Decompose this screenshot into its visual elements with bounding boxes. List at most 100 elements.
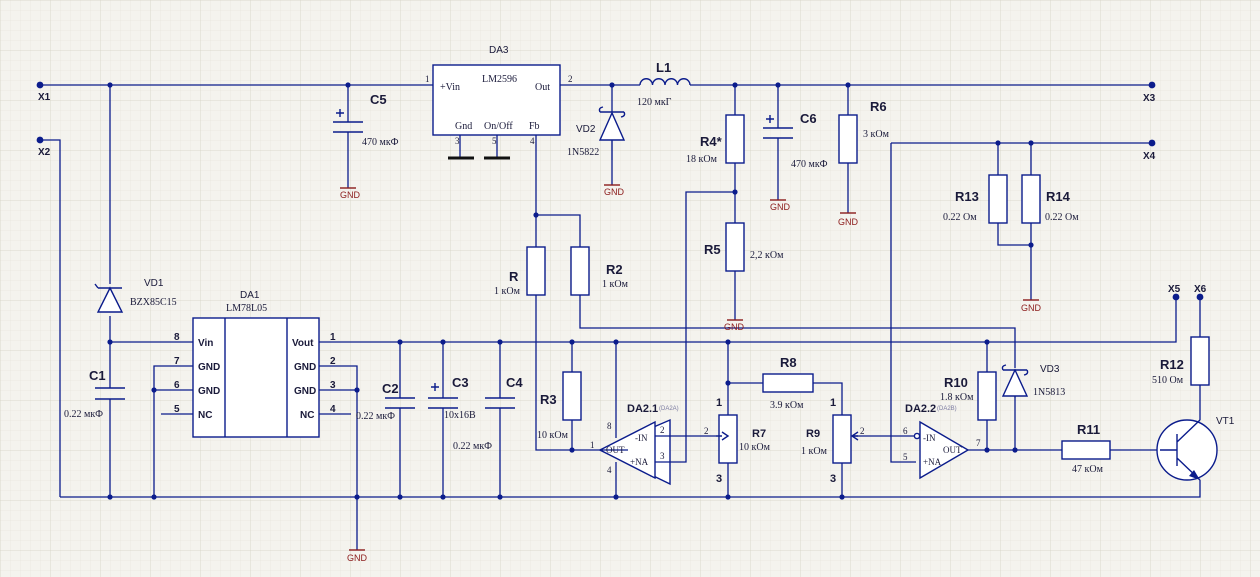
ground-symbols: [340, 184, 1039, 551]
r13-value: 0.22 Ом: [943, 212, 977, 223]
vd1-zener-diode: [94, 283, 124, 313]
da21-pin2: 2: [660, 425, 665, 435]
r7-pin2: 2: [704, 426, 709, 436]
junctions: [107, 82, 1034, 500]
gnd-label-vd2: GND: [604, 187, 625, 197]
r3-value: 10 кОм: [537, 430, 569, 441]
r7-ref: R7: [752, 428, 766, 440]
da1-nc2-pin: NC: [300, 410, 314, 421]
da21-sub: (DA2A): [659, 406, 679, 412]
r6-resistor: [838, 114, 858, 164]
da1-gnd2-pin: GND: [198, 386, 220, 397]
r9-wiper: [850, 431, 859, 441]
da21-pin8: 8: [607, 421, 612, 431]
c5-ref: C5: [370, 92, 387, 107]
r14-ref: R14: [1046, 189, 1071, 204]
da1-pin2: 2: [330, 356, 336, 367]
da1-part: LM78L05: [226, 303, 267, 314]
r9-ref: R9: [806, 428, 820, 440]
r6-value: 3 кОм: [863, 129, 890, 140]
r10-ref: R10: [944, 375, 968, 390]
da21-pin3: 3: [660, 451, 665, 461]
da3-regulator: [432, 64, 561, 136]
da1-ref: DA1: [240, 290, 260, 301]
r13-ref: R13: [955, 189, 979, 204]
c5-electrolytic-capacitor: [333, 109, 363, 133]
da21-in-pos: +NA: [630, 457, 649, 467]
da1-pin8: 8: [174, 332, 180, 343]
c6-value: 470 мкФ: [791, 159, 828, 170]
l1-inductor: [639, 78, 691, 86]
r9-pin2: 2: [860, 426, 865, 436]
c4-ref: C4: [506, 375, 523, 390]
vd3-ref: VD3: [1040, 364, 1060, 375]
r12-ref: R12: [1160, 357, 1184, 372]
c6-ref: C6: [800, 111, 817, 126]
r7-pin3: 3: [716, 473, 722, 485]
r5-resistor: [725, 222, 745, 272]
da22-pin7: 7: [976, 438, 981, 448]
r-ref: R: [509, 269, 519, 284]
r2-value: 1 кОм: [602, 279, 629, 290]
da3-onoff-pin: On/Off: [484, 121, 513, 132]
c1-ref: C1: [89, 368, 106, 383]
connector-x2-label: X2: [38, 147, 51, 158]
l1-ref: L1: [656, 60, 671, 75]
r11-ref: R11: [1077, 422, 1100, 437]
r14-value: 0.22 Ом: [1045, 212, 1079, 223]
c4-capacitor: [485, 397, 515, 409]
connector-x3-label: X3: [1143, 93, 1156, 104]
r8-ref: R8: [780, 355, 797, 370]
r7-pin1: 1: [716, 397, 722, 409]
c4-value: 0.22 мкФ: [453, 441, 492, 452]
da21-out: OUT: [606, 445, 625, 455]
da3-pin2: 2: [568, 74, 573, 84]
r13-resistor: [988, 174, 1008, 224]
r11-resistor: [1061, 440, 1111, 460]
vt1-npn-transistor: [1156, 419, 1218, 481]
da21-pin4: 4: [607, 465, 612, 475]
da1-gnd3-pin: GND: [294, 362, 316, 373]
da3-ref: DA3: [489, 45, 509, 56]
c6-electrolytic-capacitor: [763, 115, 793, 139]
c2-capacitor: [385, 397, 415, 409]
r10-value: 1.8 кОм: [940, 392, 974, 403]
vd1-part: BZX85C15: [130, 297, 177, 308]
da3-gnd-pin: Gnd: [455, 121, 472, 132]
da3-vin-pin: +Vin: [440, 82, 460, 93]
da1-vin-pin: Vin: [198, 338, 213, 349]
gnd-label-main: GND: [347, 553, 368, 563]
da1-nc1-pin: NC: [198, 410, 212, 421]
da21-ref: DA2.1: [627, 403, 658, 415]
da22-in-pos: +NA: [923, 457, 942, 467]
vd2-ref: VD2: [576, 124, 596, 135]
da1-pin3: 3: [330, 380, 336, 391]
r12-resistor: [1190, 336, 1210, 386]
da3-pin4: 4: [530, 136, 535, 146]
c3-value: 10х16В: [444, 410, 476, 421]
connector-x5-label: X5: [1168, 284, 1181, 295]
da1-pin5: 5: [174, 404, 180, 415]
r9-value: 1 кОм: [801, 446, 828, 457]
gnd-label-r5: GND: [724, 322, 745, 332]
connector-x1-label: X1: [38, 92, 51, 103]
r9-trimmer: [832, 414, 852, 464]
r-value: 1 кОм: [494, 286, 521, 297]
c5-value: 470 мкФ: [362, 137, 399, 148]
da1-gnd4-pin: GND: [294, 386, 316, 397]
r3-resistor: [562, 371, 582, 421]
r7-trimmer: [718, 414, 738, 464]
vd3-schottky-diode: [1001, 364, 1029, 398]
da3-out-pin: Out: [535, 82, 550, 93]
r10-resistor: [977, 371, 997, 421]
da1-vout-pin: Vout: [292, 338, 314, 349]
r7-wiper: [716, 431, 730, 441]
vt1-ref: VT1: [1216, 416, 1235, 427]
da21-in-neg: -IN: [635, 433, 648, 443]
r-resistor: [526, 246, 546, 296]
gnd-label-r14: GND: [1021, 303, 1042, 313]
da1-gnd1-pin: GND: [198, 362, 220, 373]
connector-x6-label: X6: [1194, 284, 1207, 295]
da1-regulator: [192, 317, 320, 438]
